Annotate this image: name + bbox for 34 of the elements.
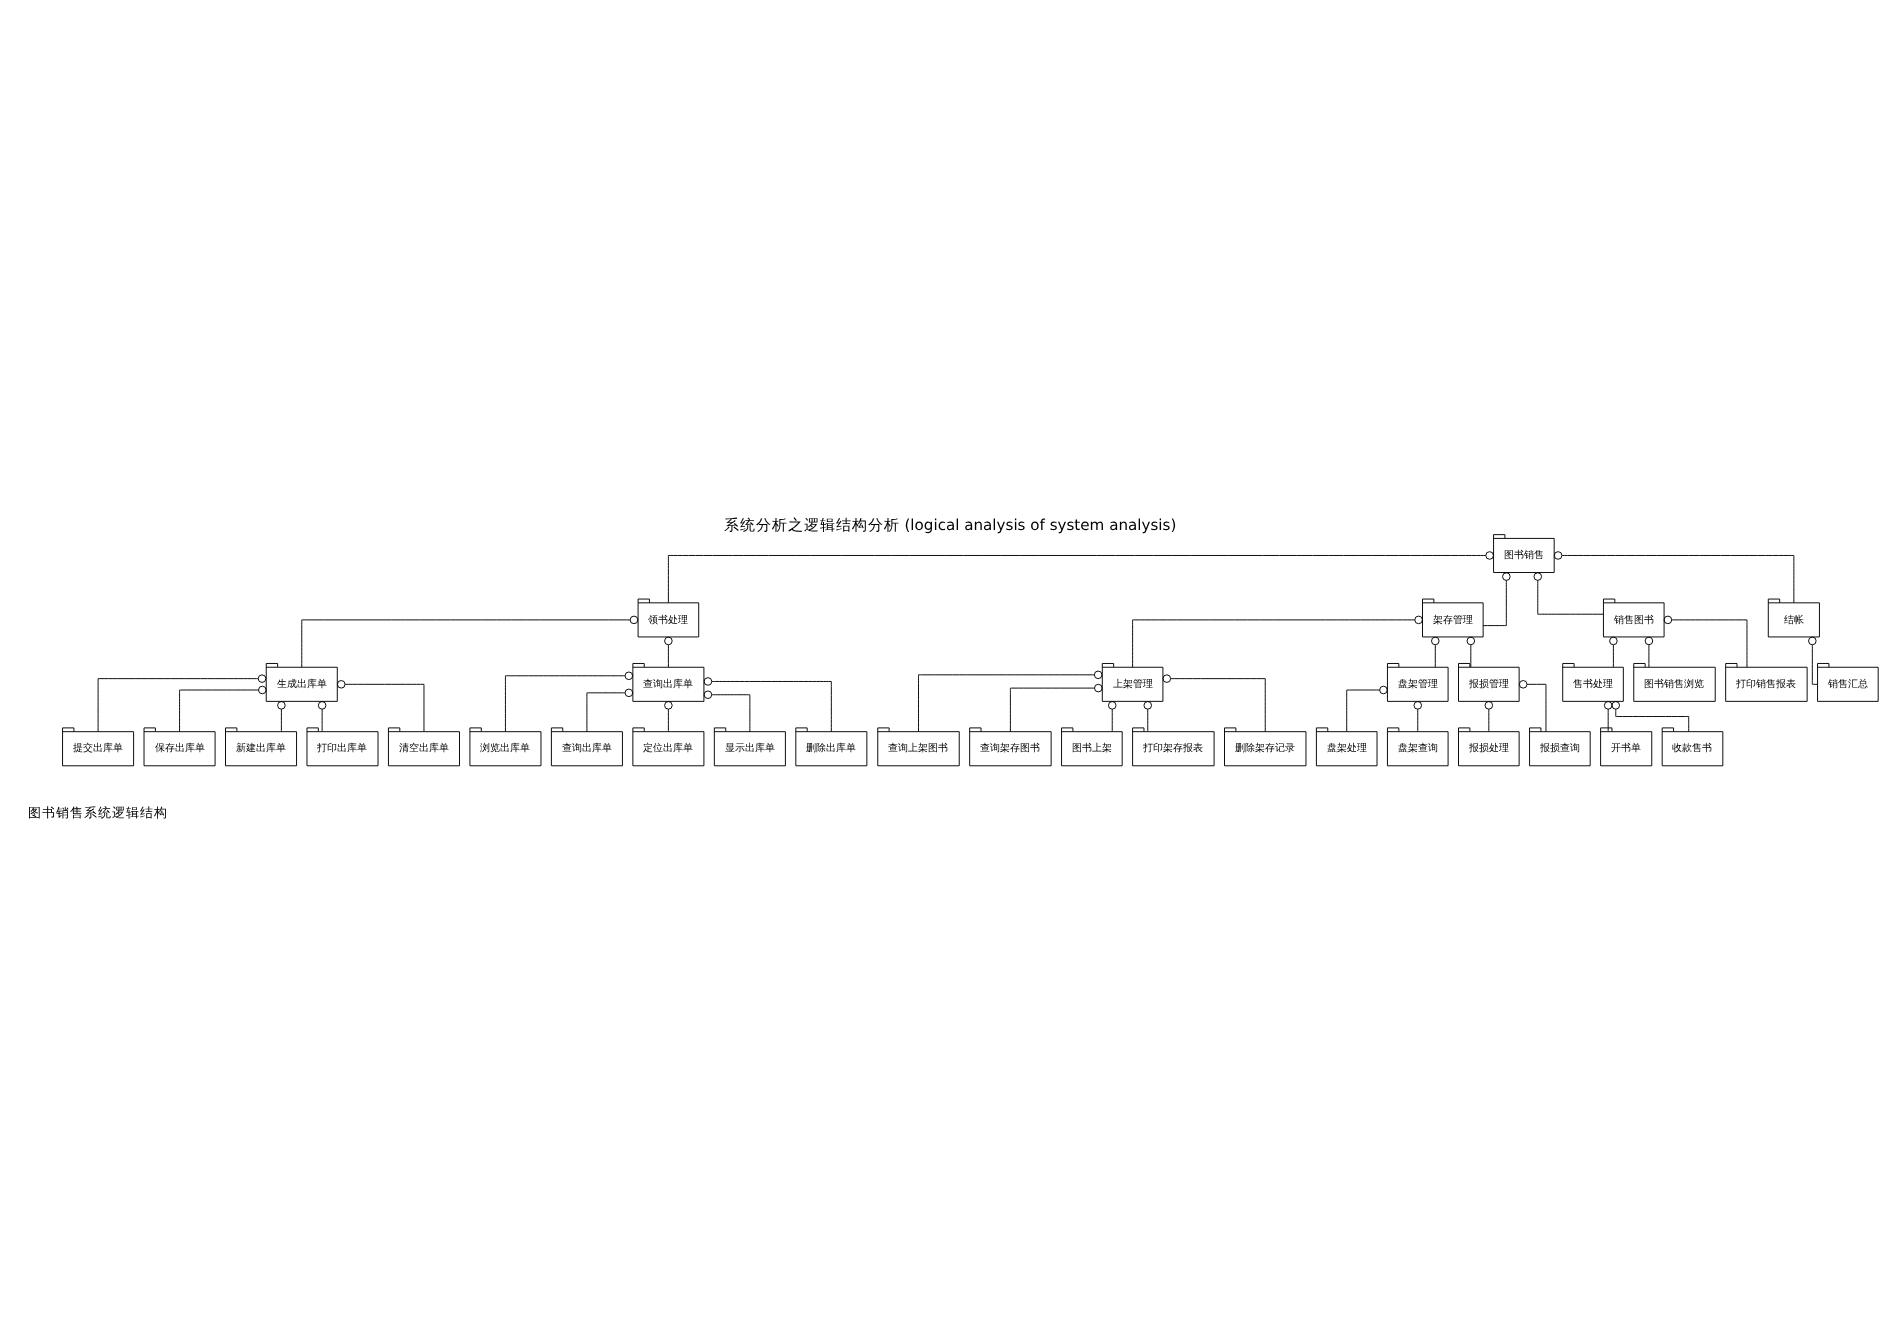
connector [703,677,832,732]
connector [1609,636,1618,668]
connector [1603,701,1613,732]
connector [1644,636,1654,668]
connector [1611,701,1690,732]
connector [664,636,673,668]
connector [1466,636,1476,668]
connector [317,701,327,732]
connector [703,690,751,733]
connector [277,701,286,732]
connector [1431,636,1440,668]
connector [667,551,1494,604]
connector [1533,572,1604,615]
connector [586,688,634,733]
connector [1413,701,1423,732]
connector [664,701,673,732]
connector [1132,615,1423,668]
connector [179,685,267,732]
connector [1663,615,1748,668]
connector [97,674,267,732]
connector [336,680,425,732]
connector [1346,685,1388,732]
connector [504,671,634,732]
connector [1009,683,1103,732]
connector [1162,674,1266,732]
connector [301,615,639,668]
connector [1518,680,1547,732]
connector [1553,551,1795,604]
connector [1484,701,1494,732]
connector [1482,572,1511,627]
connector [1143,701,1153,732]
connector [1808,636,1818,685]
connector [918,670,1103,733]
connector [1107,701,1117,732]
